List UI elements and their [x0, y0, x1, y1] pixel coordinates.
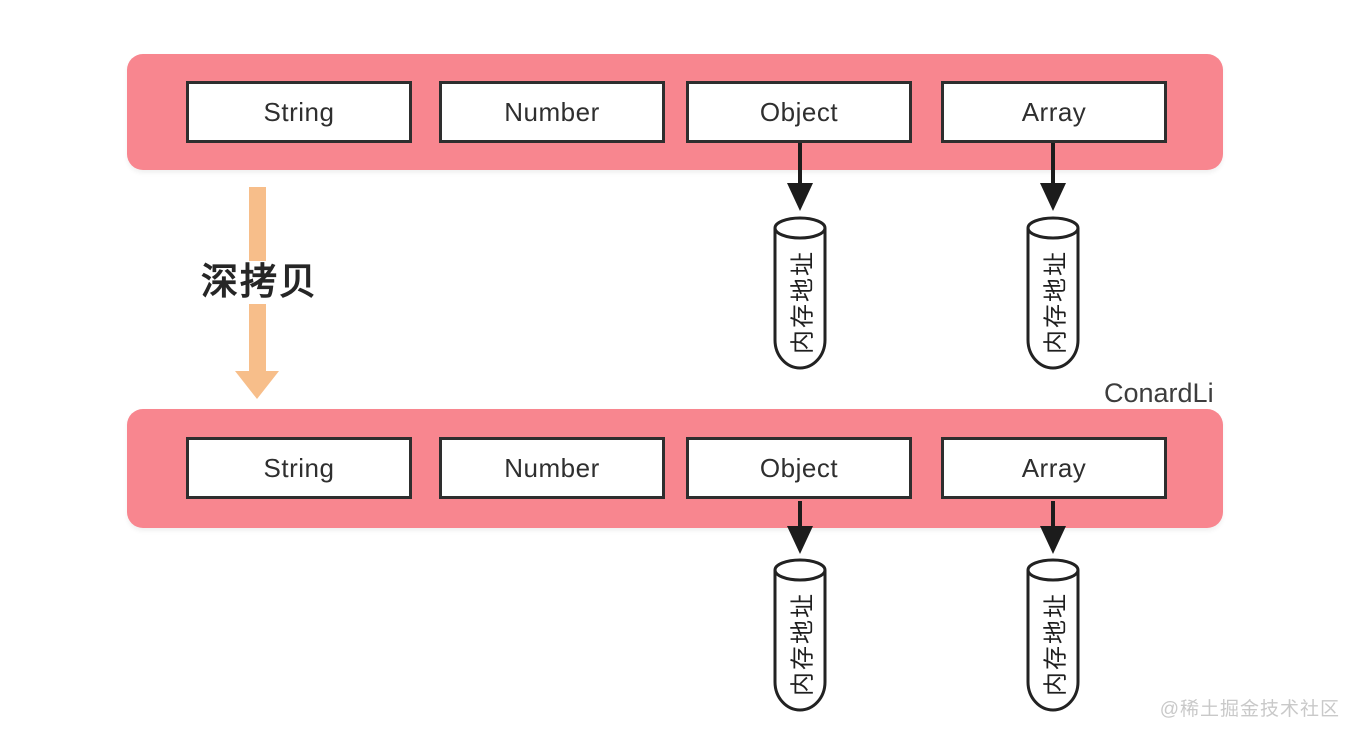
- type-box-array: Array: [941, 437, 1167, 499]
- type-box-string: String: [186, 81, 412, 143]
- arrow-head: [1040, 526, 1066, 554]
- type-box-array: Array: [941, 81, 1167, 143]
- type-label: String: [263, 452, 335, 483]
- arrow-head: [1040, 183, 1066, 211]
- arrow-shaft: [798, 501, 802, 526]
- memory-address-label: 内存地址: [1042, 592, 1070, 696]
- type-box-number: Number: [439, 437, 665, 499]
- site-watermark: @稀土掘金技术社区: [1159, 699, 1340, 720]
- deep-copy-label: 深拷贝: [196, 261, 323, 304]
- type-box-string: String: [186, 437, 412, 499]
- type-label: Object: [759, 96, 839, 127]
- memory-address-label: 内存地址: [789, 250, 817, 354]
- reference-arrow-icon: [787, 501, 813, 554]
- memory-address-label: 内存地址: [1042, 250, 1070, 354]
- cylinder-shape: [1026, 216, 1080, 370]
- source-object-band: String Number Object Array: [127, 54, 1223, 170]
- type-label: Object: [759, 452, 839, 483]
- memory-cylinder-icon: 内存地址: [773, 216, 827, 370]
- type-box-object: Object: [686, 437, 912, 499]
- type-label: Number: [504, 96, 600, 127]
- memory-cylinder-icon: 内存地址: [1026, 558, 1080, 712]
- memory-cylinder-icon: 内存地址: [1026, 216, 1080, 370]
- type-label: Array: [1021, 96, 1087, 127]
- type-label: String: [263, 96, 335, 127]
- type-label: Array: [1021, 452, 1087, 483]
- memory-cylinder-icon: 内存地址: [773, 558, 827, 712]
- type-box-object: Object: [686, 81, 912, 143]
- copied-object-band: String Number Object Array: [127, 409, 1223, 528]
- reference-arrow-icon: [787, 143, 813, 211]
- cylinder-shape: [773, 216, 827, 370]
- reference-arrow-icon: [1040, 501, 1066, 554]
- arrow-shaft: [798, 143, 802, 183]
- arrow-shaft: [1051, 501, 1055, 526]
- arrow-shaft: [1051, 143, 1055, 183]
- cylinder-shape: [773, 558, 827, 712]
- reference-arrow-icon: [1040, 143, 1066, 211]
- type-label: Number: [504, 452, 600, 483]
- arrow-head: [235, 371, 279, 399]
- cylinder-shape: [1026, 558, 1080, 712]
- arrow-head: [787, 183, 813, 211]
- memory-address-label: 内存地址: [789, 592, 817, 696]
- type-box-number: Number: [439, 81, 665, 143]
- author-credit: ConardLi: [1104, 378, 1214, 408]
- arrow-head: [787, 526, 813, 554]
